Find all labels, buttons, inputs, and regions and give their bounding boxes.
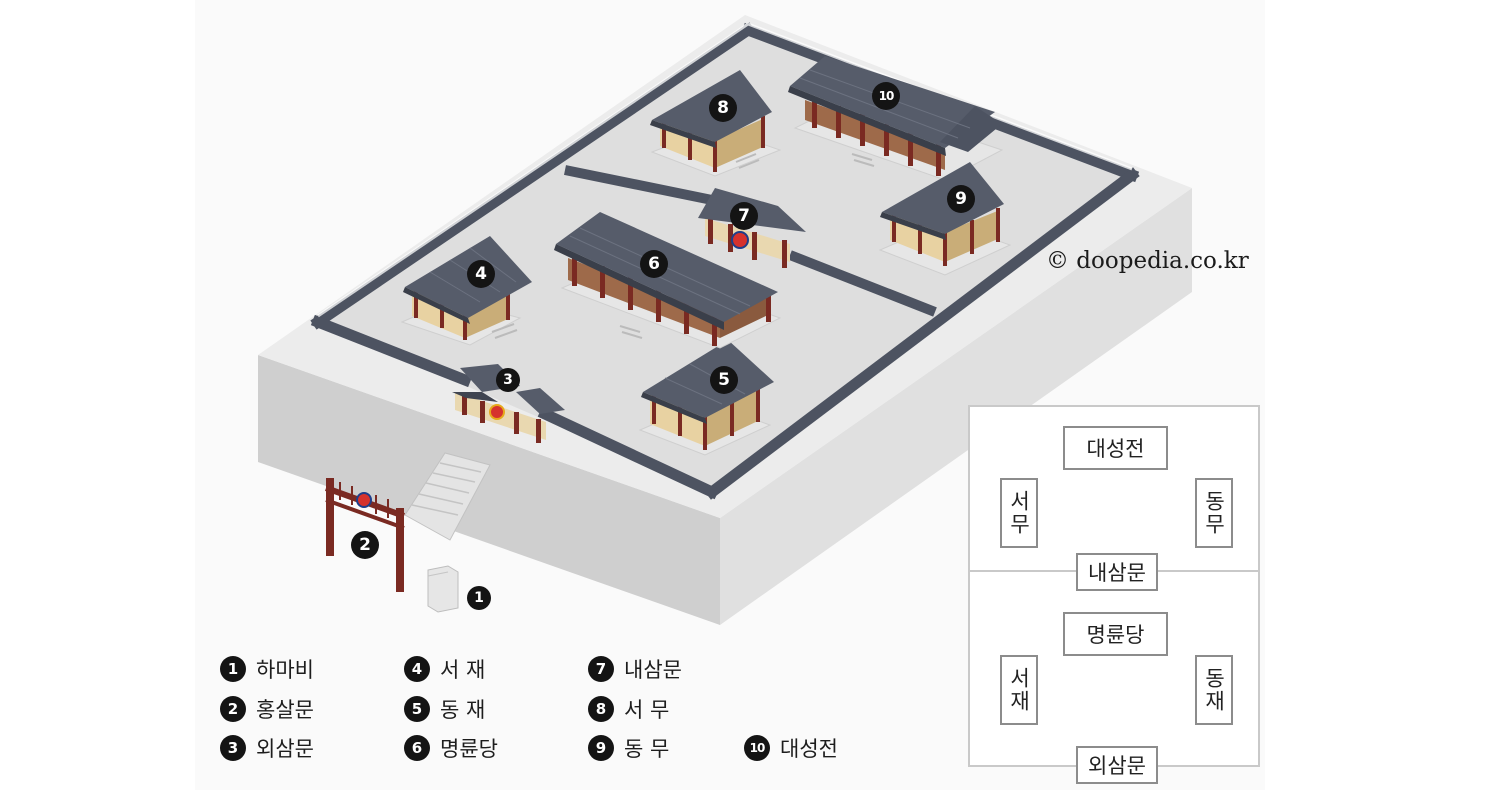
marker-2: 2: [351, 531, 379, 559]
legend-label: 외삼문: [256, 737, 314, 761]
marker-9: 9: [947, 185, 975, 213]
legend-label: 대성전: [780, 737, 838, 761]
legend-item-8: 8 서 무: [588, 694, 669, 724]
legend-item-3: 3 외삼문: [220, 733, 314, 763]
marker-5: 5: [710, 366, 738, 394]
entrance-stairs: [404, 452, 491, 541]
legend-item-7: 7 내삼문: [588, 654, 682, 684]
legend-number: 6: [404, 735, 430, 761]
legend-label: 서 무: [624, 698, 670, 722]
legend-number: 4: [404, 656, 430, 682]
marker-1: 1: [467, 586, 491, 610]
legend-item-10: 10 대성전: [744, 733, 838, 763]
plan-upper-gate: 내삼문: [1076, 553, 1158, 591]
legend-item-5: 5 동 재: [404, 694, 485, 724]
plan-upper-left: 서무: [1000, 478, 1038, 548]
hongsalmun-gate: [324, 478, 406, 592]
building-seojae: [400, 236, 532, 346]
legend-item-1: 1 하마비: [220, 654, 314, 684]
copyright-text: © doopedia.co.kr: [1046, 248, 1249, 274]
marker-10: 10: [872, 82, 900, 110]
plan-lower-right: 동재: [1195, 655, 1233, 725]
legend-item-2: 2 홍살문: [220, 694, 314, 724]
legend-label: 동 무: [624, 737, 670, 761]
marker-4: 4: [467, 260, 495, 288]
marker-8: 8: [709, 94, 737, 122]
legend-number: 1: [220, 656, 246, 682]
hamabi-stone: [427, 565, 459, 613]
legend-label: 내삼문: [624, 658, 682, 682]
legend-item-4: 4 서 재: [404, 654, 485, 684]
legend-number: 7: [588, 656, 614, 682]
platform-right-side: [720, 188, 1192, 625]
inner-wall: [564, 165, 937, 317]
platform-left-side: [258, 355, 720, 625]
legend-number: 9: [588, 735, 614, 761]
legend-number: 8: [588, 696, 614, 722]
marker-7: 7: [730, 202, 758, 230]
plan-lower-gate: 외삼문: [1076, 746, 1158, 784]
plan-lower-top: 명륜당: [1063, 612, 1168, 656]
marker-3: 3: [496, 368, 520, 392]
plan-lower-left: 서재: [1000, 655, 1038, 725]
legend-label: 동 재: [440, 698, 486, 722]
plan-upper-top: 대성전: [1063, 426, 1168, 470]
legend-number: 5: [404, 696, 430, 722]
building-dongjae: [638, 340, 774, 456]
legend-label: 하마비: [256, 658, 314, 682]
legend-label: 명륜당: [440, 737, 498, 761]
legend-label: 서 재: [440, 658, 486, 682]
legend-label: 홍살문: [256, 698, 314, 722]
legend-item-6: 6 명륜당: [404, 733, 498, 763]
building-dongmu: [878, 162, 1012, 276]
legend-item-9: 9 동 무: [588, 733, 669, 763]
legend-number: 3: [220, 735, 246, 761]
marker-6: 6: [640, 250, 668, 278]
plan-upper-right: 동무: [1195, 478, 1233, 548]
legend-number: 10: [744, 735, 770, 761]
legend-number: 2: [220, 696, 246, 722]
